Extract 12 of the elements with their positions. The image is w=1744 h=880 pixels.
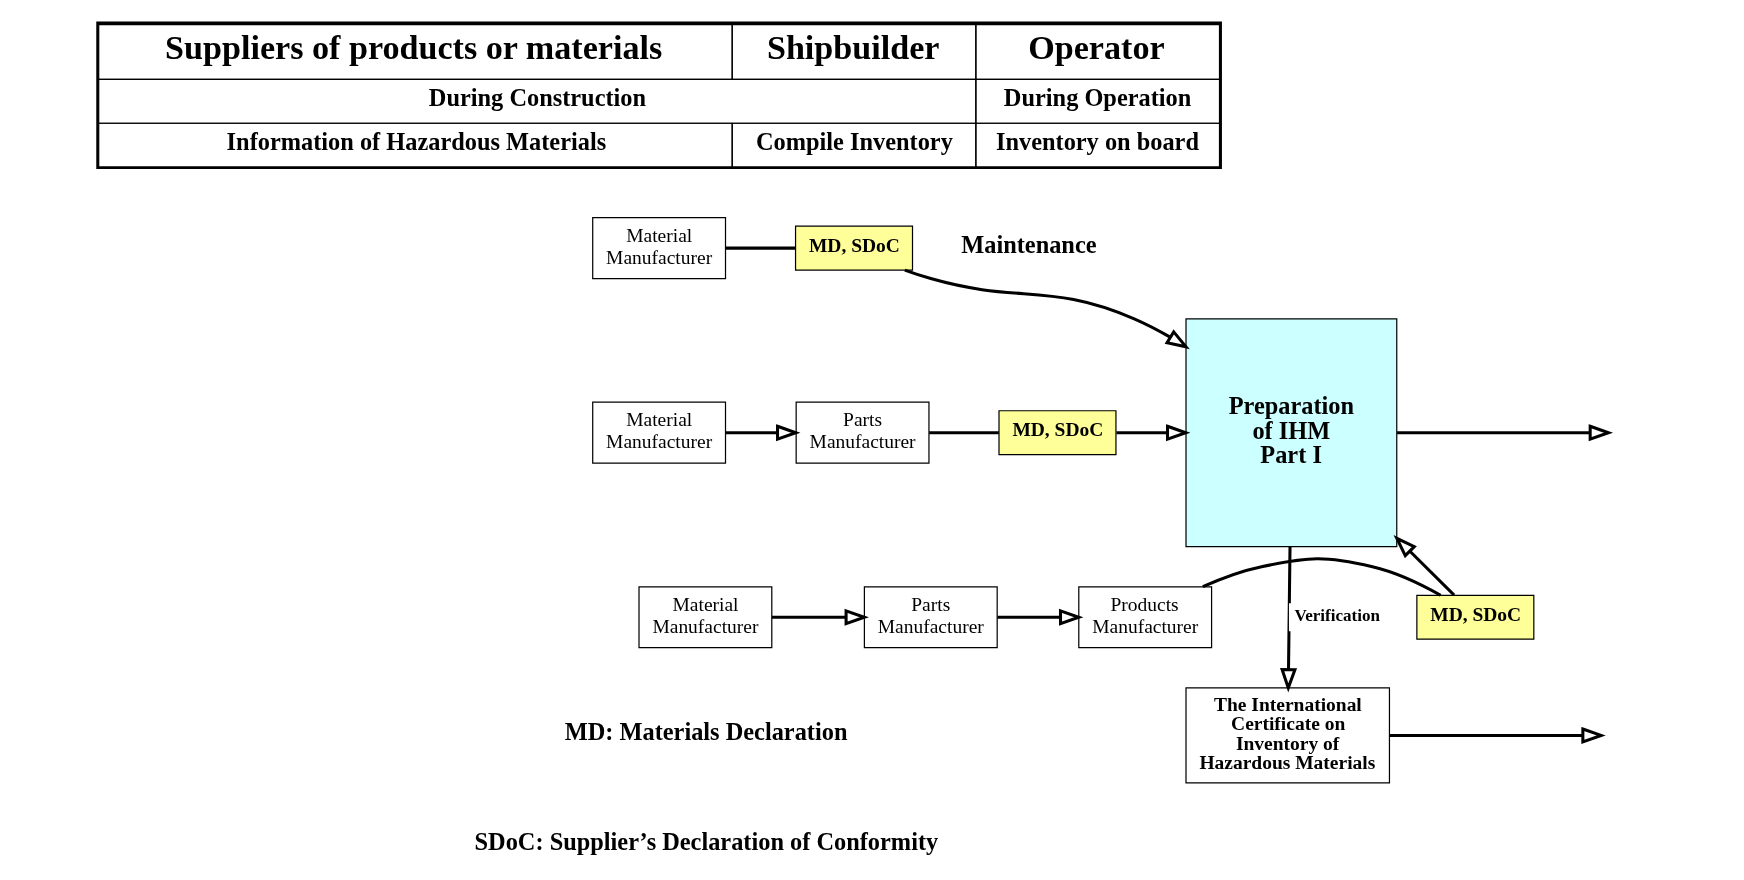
label: SDoC: Supplier’s Declaration of Conformity xyxy=(474,827,939,855)
label: Information of Hazardous Materials xyxy=(226,128,607,156)
label: During Operation xyxy=(1003,84,1192,112)
edge-label: Verification xyxy=(1294,606,1380,626)
label: During Construction xyxy=(428,84,647,112)
label: Operator xyxy=(1028,29,1165,67)
label: Inventory on board xyxy=(995,128,1199,156)
label: Maintenance xyxy=(961,231,1097,258)
label: MD: Materials Declaration xyxy=(564,718,848,746)
label: Suppliers of products or materials xyxy=(165,29,663,67)
label: Compile Inventory xyxy=(755,128,953,156)
label: Shipbuilder xyxy=(766,29,940,67)
